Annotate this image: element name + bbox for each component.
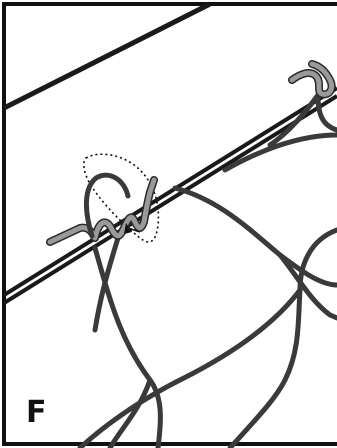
twist-tie-icon xyxy=(46,172,158,246)
panel-label: F xyxy=(26,395,47,430)
upper-wire xyxy=(2,1,212,111)
twist-tie-icon-top-right xyxy=(288,60,336,99)
direction-arrow-icon xyxy=(124,223,141,234)
main-wire xyxy=(2,86,337,305)
mesh-netting xyxy=(77,92,337,448)
